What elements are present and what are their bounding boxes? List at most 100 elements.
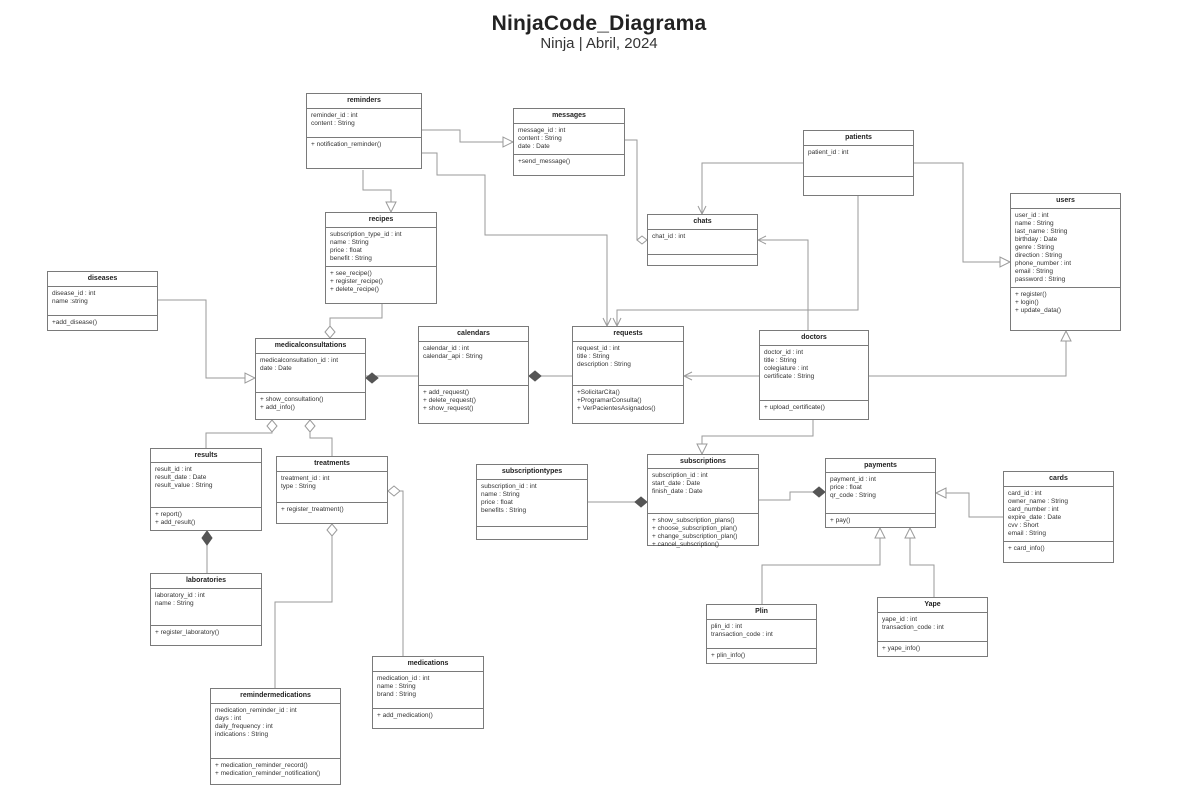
class-calendars[interactable]: calendars calendar_id : int calendar_api… (418, 326, 529, 424)
class-medications[interactable]: medications medication_id : int name : S… (372, 656, 484, 729)
class-reminders[interactable]: reminders reminder_id : int content : St… (306, 93, 422, 169)
attribute: medication_reminder_id : int (215, 707, 297, 714)
class-methods: + upload_certificate() (760, 401, 868, 419)
class-name: Yape (878, 598, 987, 613)
class-methods: + plin_info() (707, 649, 816, 663)
attribute: calendar_api : String (423, 353, 483, 360)
class-requests[interactable]: requests request_id : int title : String… (572, 326, 684, 424)
class-methods: +add_disease() (48, 316, 157, 330)
class-users[interactable]: users user_id : int name : String last_n… (1010, 193, 1121, 331)
diamond-hollow (266, 419, 278, 433)
attribute: expire_date : Date (1008, 514, 1062, 521)
method: + plin_info() (711, 652, 746, 659)
class-methods: + medication_reminder_record() + medicat… (211, 759, 340, 784)
class-subscriptions[interactable]: subscriptions subscription_id : int star… (647, 454, 759, 548)
class-diseases[interactable]: diseases disease_id : int name :string +… (47, 271, 158, 331)
method: + yape_info() (882, 645, 921, 652)
class-name: diseases (48, 272, 157, 287)
class-attributes: doctor_id : int title : String colegiatu… (760, 346, 868, 401)
class-name: Plin (707, 605, 816, 620)
attribute: name : String (377, 683, 416, 690)
class-attributes: request_id : int title : String descript… (573, 342, 683, 386)
attribute: laboratory_id : int (155, 592, 205, 599)
method: + cancel_subscription() (652, 541, 720, 548)
connector-reminders-requests (422, 152, 608, 326)
class-doctors[interactable]: doctors doctor_id : int title : String c… (759, 330, 869, 420)
attribute: phone_number : int (1015, 260, 1072, 267)
method: + register() (1015, 291, 1047, 298)
diamond-filled (528, 370, 542, 382)
class-messages[interactable]: messages message_id : int content : Stri… (513, 108, 625, 176)
connector-medicalconsultations-results (205, 420, 273, 448)
class-plin[interactable]: Plin plin_id : int transaction_code : in… (706, 604, 817, 664)
class-methods (477, 527, 587, 539)
method: + add_info() (260, 404, 295, 411)
attribute: patient_id : int (808, 149, 849, 156)
class-payments[interactable]: payments payment_id : int price : float … (825, 458, 936, 528)
class-treatments[interactable]: treatments treatment_id : int type : Str… (276, 456, 388, 524)
connector-reminders-messages (422, 129, 513, 143)
attribute: description : String (577, 361, 631, 368)
method: + register_laboratory() (155, 629, 220, 636)
class-methods: +SolicitarCita() +ProgramarConsulta() + … (573, 386, 683, 423)
attribute: result_id : int (155, 466, 192, 473)
attribute: yape_id : int (882, 616, 918, 623)
class-attributes: user_id : int name : String last_name : … (1011, 209, 1120, 288)
method: + VerPacientesAsignados() (577, 405, 656, 412)
class-name: cards (1004, 472, 1113, 487)
class-results[interactable]: results result_id : int result_date : Da… (150, 448, 262, 531)
diagram-title: NinjaCode_Diagrama (491, 12, 707, 35)
class-medicalconsultations[interactable]: medicalconsultations medicalconsultation… (255, 338, 366, 420)
attribute: disease_id : int (52, 290, 96, 297)
class-laboratories[interactable]: laboratories laboratory_id : int name : … (150, 573, 262, 646)
attribute: price : float (481, 499, 513, 506)
connector-doctors-subscriptions (701, 420, 814, 454)
class-yape[interactable]: Yape yape_id : int transaction_code : in… (877, 597, 988, 657)
attribute: daily_frequency : int (215, 723, 273, 730)
attribute: brand : String (377, 691, 417, 698)
method: + register_treatment() (281, 506, 344, 513)
method: + register_recipe() (330, 278, 383, 285)
class-chats[interactable]: chats chat_id : int (647, 214, 758, 266)
class-attributes: disease_id : int name :string (48, 287, 157, 316)
attribute: transaction_code : int (711, 631, 773, 638)
class-name: reminders (307, 94, 421, 109)
class-remindermedications[interactable]: remindermedications medication_reminder_… (210, 688, 341, 785)
class-attributes: chat_id : int (648, 230, 757, 255)
class-attributes: patient_id : int (804, 146, 913, 177)
attribute: result_date : Date (155, 474, 207, 481)
attribute: name : String (330, 239, 369, 246)
attribute: genre : String (1015, 244, 1055, 251)
attribute: name :string (52, 298, 88, 305)
attribute: type : String (281, 483, 316, 490)
class-methods: + register_laboratory() (151, 626, 261, 645)
diamond-filled (634, 496, 648, 508)
class-attributes: treatment_id : int type : String (277, 472, 387, 503)
method: + update_data() (1015, 307, 1062, 314)
class-cards[interactable]: cards card_id : int owner_name : String … (1003, 471, 1114, 563)
method: + medication_reminder_notification() (215, 770, 321, 777)
arrowhead-hollow (874, 526, 886, 539)
class-patients[interactable]: patients patient_id : int (803, 130, 914, 196)
arrowhead-open (682, 371, 693, 381)
class-attributes: yape_id : int transaction_code : int (878, 613, 987, 642)
method: + add_result() (155, 519, 196, 526)
arrowhead-hollow (385, 201, 397, 214)
arrowhead-hollow (244, 372, 257, 384)
diamond-hollow (387, 485, 401, 497)
method: + add_medication() (377, 712, 433, 719)
arrowhead-hollow (696, 443, 708, 456)
diamond-filled (812, 486, 826, 498)
class-methods: + notification_reminder() (307, 138, 421, 168)
class-recipes[interactable]: recipes subscription_type_id : int name … (325, 212, 437, 304)
attribute: message_id : int (518, 127, 566, 134)
class-subscriptiontypes[interactable]: subscriptiontypes subscription_id : int … (476, 464, 588, 540)
attribute: subscription_type_id : int (330, 231, 402, 238)
attribute: title : String (764, 357, 797, 364)
method: + show_request() (423, 405, 474, 412)
attribute: calendar_id : int (423, 345, 469, 352)
attribute: treatment_id : int (281, 475, 330, 482)
attribute: subscription_id : int (481, 483, 537, 490)
connector-patients-requests (616, 195, 859, 326)
attribute: last_name : String (1015, 228, 1068, 235)
